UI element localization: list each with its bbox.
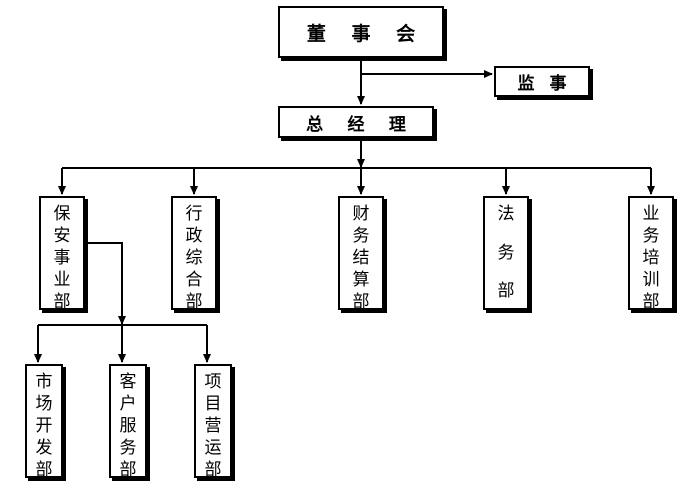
general-manager-box: 总 经 理 — [278, 106, 434, 138]
subdepartment-char: 市 — [35, 372, 53, 392]
subdepartment-market-box: 市 场 开 发 部 — [25, 364, 63, 480]
department-char: 法 — [497, 204, 515, 224]
subdepartment-char: 运 — [204, 438, 222, 458]
department-legal-box: 法 务 部 — [483, 196, 529, 310]
subdepartment-customer-box: 客 户 服 务 部 — [109, 364, 147, 480]
subdepartment-char: 开 — [35, 416, 53, 436]
board-char: 董 — [306, 22, 326, 45]
department-char: 财 — [352, 204, 370, 224]
subdepartment-char: 服 — [119, 416, 137, 436]
department-finance-box: 财 务 结 算 部 — [338, 196, 384, 312]
gm-char: 总 — [306, 114, 324, 135]
department-char: 业 — [642, 204, 660, 224]
board-box: 董 事 会 — [278, 6, 444, 58]
department-char: 结 — [352, 248, 370, 268]
department-char: 部 — [352, 292, 370, 312]
department-char: 算 — [352, 270, 370, 290]
board-char: 事 — [351, 22, 371, 45]
subdepartment-project-box: 项 目 营 运 部 — [194, 364, 232, 480]
subdepartment-char: 部 — [119, 460, 137, 480]
subdepartment-char: 发 — [35, 438, 53, 458]
subdepartment-char: 部 — [35, 460, 53, 480]
department-char: 保 — [53, 204, 71, 224]
subdepartment-char: 客 — [119, 372, 137, 392]
supervisor-char: 事 — [549, 74, 567, 94]
department-char: 部 — [53, 292, 71, 312]
department-admin-box: 行 政 综 合 部 — [171, 196, 217, 312]
department-char: 务 — [642, 226, 660, 246]
department-char: 综 — [185, 248, 203, 268]
department-training-box: 业 务 培 训 部 — [628, 196, 674, 312]
department-char: 政 — [185, 226, 203, 246]
department-char: 部 — [497, 281, 515, 301]
department-char: 务 — [497, 242, 515, 263]
department-char: 合 — [185, 270, 203, 290]
department-char: 事 — [53, 248, 71, 268]
gm-char: 经 — [347, 114, 365, 135]
department-char: 行 — [185, 204, 203, 224]
security-to-sub-bus-line — [86, 242, 126, 325]
subdepartment-char: 营 — [204, 416, 222, 436]
department-char: 部 — [185, 292, 203, 312]
supervisor-box: 监 事 — [494, 66, 590, 97]
department-security-box: 保 安 事 业 部 — [39, 196, 85, 312]
department-char: 部 — [642, 292, 660, 312]
board-char: 会 — [396, 22, 416, 45]
subdepartment-char: 户 — [119, 394, 137, 414]
gm-char: 理 — [388, 114, 406, 135]
department-char: 培 — [642, 248, 660, 268]
subdepartment-char: 部 — [204, 460, 222, 480]
department-char: 务 — [352, 226, 370, 246]
subdepartment-char: 务 — [119, 438, 137, 458]
supervisor-char: 监 — [517, 74, 535, 94]
subdepartment-char: 目 — [204, 394, 222, 414]
subdepartment-char: 项 — [204, 372, 222, 392]
department-char: 业 — [53, 270, 71, 290]
department-char: 训 — [642, 270, 660, 290]
subdepartment-char: 场 — [35, 394, 53, 414]
department-char: 安 — [53, 226, 71, 246]
